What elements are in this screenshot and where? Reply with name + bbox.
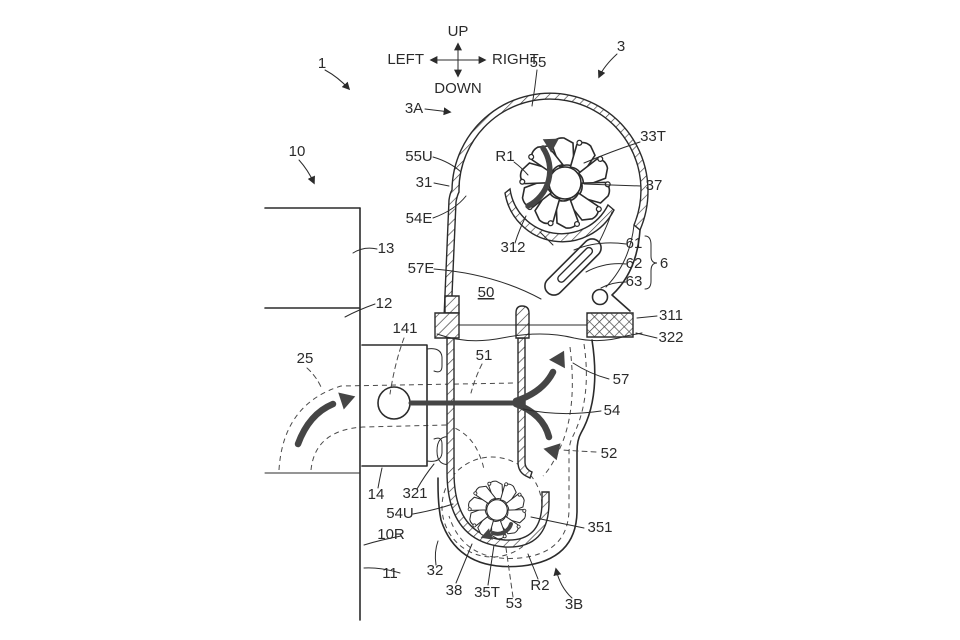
- compass-up-label: UP: [448, 23, 469, 40]
- lever-pivot: [591, 288, 609, 306]
- ref-label-31: 31: [416, 174, 433, 191]
- ref-label-1: 1: [318, 55, 326, 72]
- ref-label-33t: 33T: [640, 128, 666, 145]
- ref-label-25: 25: [297, 350, 314, 367]
- ref-label-321: 321: [402, 485, 427, 502]
- reference-labels: 1 3 55 3A 55U 31 54E R1 33T 37 312 57E 5…: [289, 38, 684, 613]
- lower-duct-wall: [446, 337, 550, 548]
- ref-label-11: 11: [382, 565, 398, 582]
- ref-label-62: 62: [626, 255, 643, 272]
- engine-body-outline: [264, 207, 453, 621]
- ref-label-10r: 10R: [377, 526, 405, 543]
- ref-label-52: 52: [601, 445, 618, 462]
- ref-label-r2: R2: [530, 577, 549, 594]
- ref-label-3: 3: [617, 38, 625, 55]
- ref-label-10: 10: [289, 143, 306, 160]
- compass-right-label: RIGHT: [492, 51, 539, 68]
- ref-label-322: 322: [658, 329, 683, 346]
- ref-label-r1: R1: [495, 148, 514, 165]
- ref-label-54e: 54E: [406, 210, 433, 227]
- ref-label-32: 32: [427, 562, 444, 579]
- ref-label-51: 51: [476, 347, 493, 364]
- leader-lines: [298, 53, 658, 599]
- direction-compass: UP DOWN LEFT RIGHT: [387, 23, 538, 97]
- ref-label-12: 12: [376, 295, 393, 312]
- ref-label-6: 6: [660, 255, 668, 272]
- compass-left-label: LEFT: [387, 51, 424, 68]
- ref-label-57: 57: [613, 371, 630, 388]
- ref-label-3b: 3B: [565, 596, 583, 613]
- rotation-arrow-r1: [525, 145, 553, 209]
- crankshaft-circle: [377, 386, 411, 420]
- ref-label-57e: 57E: [408, 260, 435, 277]
- mounting-flange: [434, 295, 643, 342]
- ref-label-14: 14: [368, 486, 385, 503]
- ref-label-13: 13: [378, 240, 395, 257]
- ref-label-3a: 3A: [405, 100, 423, 117]
- ref-label-55u: 55U: [405, 148, 433, 165]
- ref-label-53: 53: [506, 595, 523, 612]
- ref-label-61: 61: [626, 235, 643, 252]
- ref-label-311: 311: [659, 307, 683, 324]
- ref-label-63: 63: [626, 273, 643, 290]
- spiral-tongue: [504, 187, 615, 243]
- ref-label-312: 312: [500, 239, 525, 256]
- ref-label-351: 351: [587, 519, 612, 536]
- upper-impeller: [518, 138, 613, 228]
- ref-label-35t: 35T: [474, 584, 500, 601]
- ref-label-37: 37: [646, 177, 663, 194]
- ref-label-54: 54: [604, 402, 621, 419]
- ref-label-38: 38: [446, 582, 463, 599]
- ref-label-54u: 54U: [386, 505, 414, 522]
- flow-arrows: [294, 138, 565, 540]
- rotation-arrow-r2: [491, 522, 513, 536]
- ref-label-50: 50: [478, 284, 495, 301]
- lever-assembly: [544, 238, 609, 306]
- ref-label-141: 141: [392, 320, 417, 337]
- compass-down-label: DOWN: [434, 80, 482, 97]
- ref-label-55: 55: [530, 54, 547, 71]
